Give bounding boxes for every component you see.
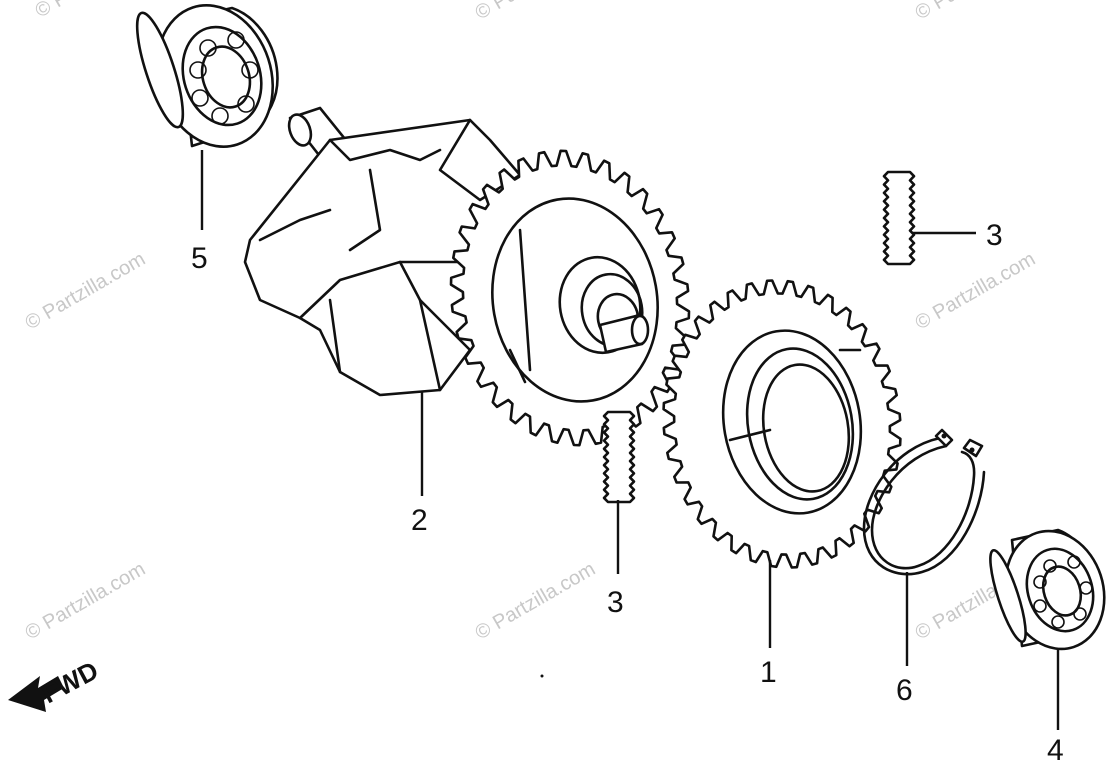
watermark: © Partzilla.com [22,558,150,644]
stud-part-3-lower [602,410,636,504]
callout-5: 5 [191,242,208,275]
callout-1: 1 [760,656,777,689]
watermark: © Partzilla.com [472,0,600,24]
stud-part-3-upper [882,170,916,266]
bearing-part-5 [135,4,279,148]
bearing-part-4 [989,528,1106,651]
watermark: © Partzilla.com [912,0,1040,24]
fwd-label: FWD [37,655,103,709]
callout-3-lower: 3 [607,586,624,619]
fwd-arrow: FWD [8,655,103,712]
callout-2: 2 [411,504,428,537]
shaft-gear [449,149,691,447]
circlip-part-6 [862,428,986,576]
leader-lines [200,150,1060,730]
callout-labels: 5 2 3 3 1 6 4 [191,219,1064,767]
watermark: © Partzilla.com [912,248,1040,334]
watermark: © Partzilla.com [22,248,150,334]
watermark: © Partzilla.com [472,558,600,644]
gear-part-1 [662,279,902,569]
callout-6: 6 [896,674,913,707]
callout-4: 4 [1047,734,1064,767]
arrow-icon [8,676,64,712]
callout-3-upper: 3 [986,219,1003,252]
